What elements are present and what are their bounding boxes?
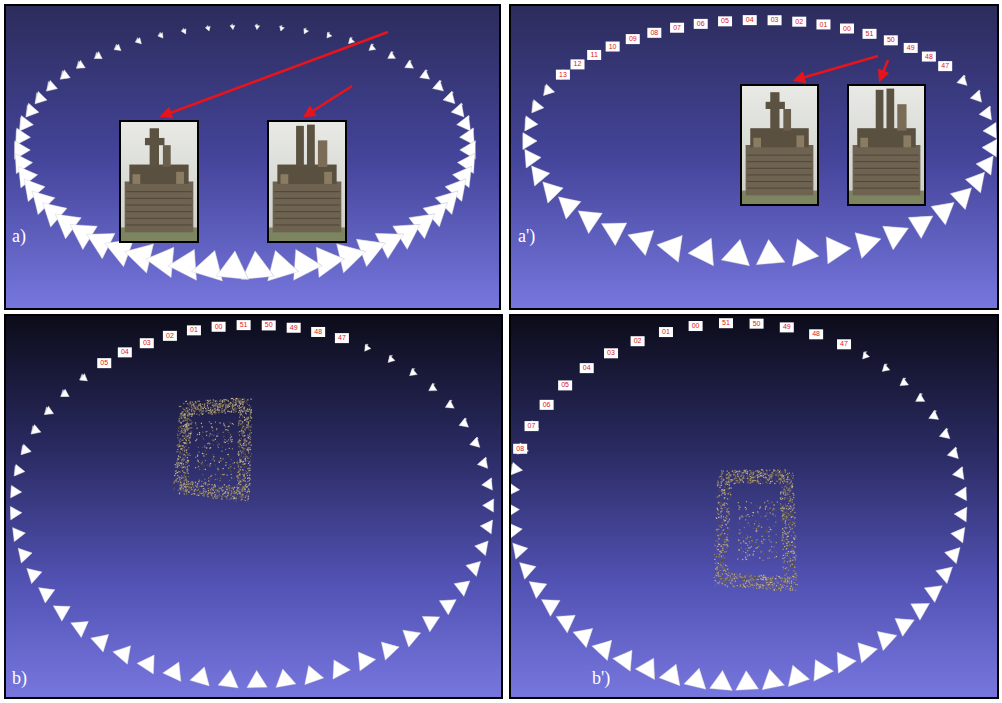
- figure: a)13121110090807060504030201005150494847…: [0, 0, 1002, 703]
